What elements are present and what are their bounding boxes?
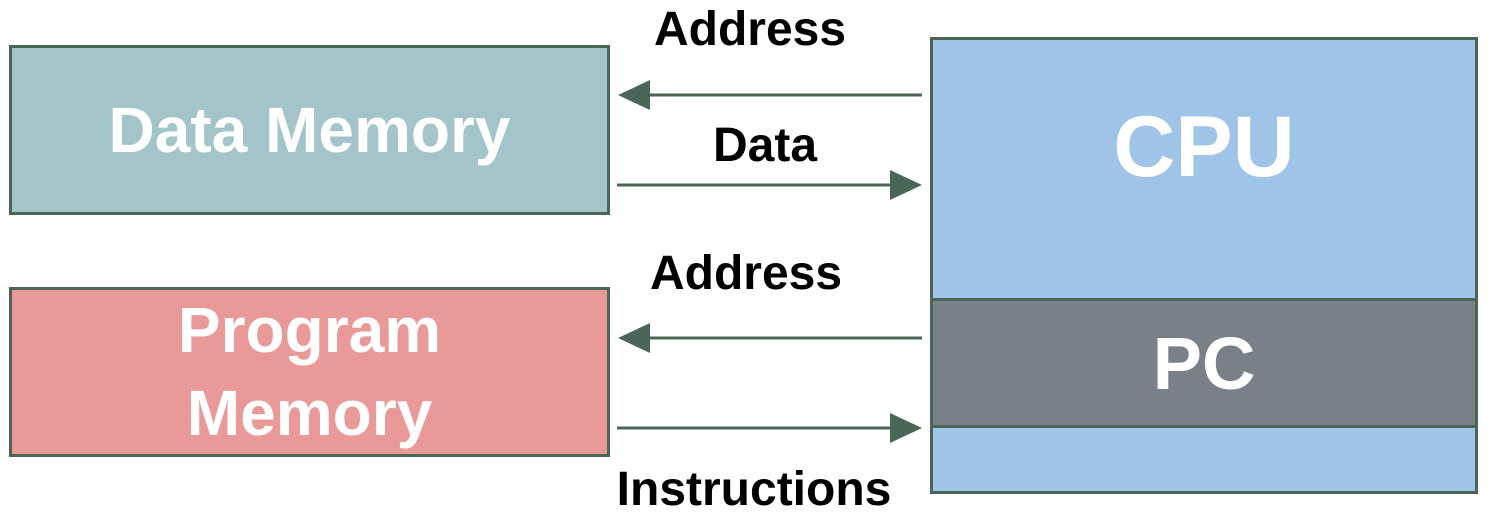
- program-memory-block: Program Memory: [9, 287, 610, 457]
- cpu-label: CPU: [1113, 99, 1295, 195]
- data-memory-label: Data Memory: [108, 94, 511, 166]
- program-address-label: Address: [649, 247, 843, 300]
- program-memory-label-line2: Memory: [186, 377, 433, 449]
- data-address-label: Address: [653, 3, 847, 56]
- program-address-arrow: [618, 323, 922, 353]
- pc-label: PC: [1152, 321, 1256, 405]
- data-label: Data: [712, 119, 818, 172]
- instructions-arrow: [617, 413, 922, 443]
- pc-register-block: PC: [930, 298, 1478, 428]
- data-address-arrow: [618, 80, 922, 110]
- data-memory-block: Data Memory: [9, 45, 610, 215]
- program-memory-label-line1: Program: [177, 293, 442, 366]
- data-arrow: [617, 170, 922, 200]
- instructions-label: Instructions: [616, 463, 892, 516]
